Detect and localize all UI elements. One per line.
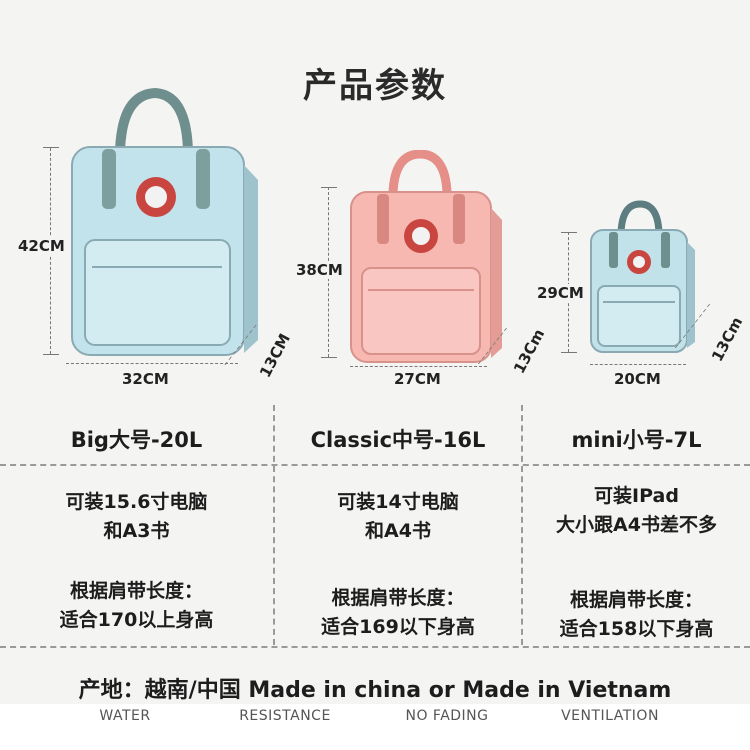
bag-classic-width-label: 27CM: [394, 370, 441, 388]
bag-classic-fit: 根据肩带长度： 适合169以下身高: [321, 587, 475, 638]
bag-big-capacity: 可装15.6寸电脑 和A3书: [65, 491, 208, 542]
feature-strip: [0, 704, 750, 750]
feature-resistance: RESISTANCE: [239, 708, 331, 724]
bag-mini-fit: 根据肩带长度： 适合158以下身高: [559, 589, 714, 640]
bag-mini-capacity: 可装IPad 大小跟A4书差不多: [556, 485, 717, 536]
backpack-classic-image: [350, 150, 502, 363]
bag-big-width-label: 32CM: [122, 370, 169, 388]
backpack-mini-image: [590, 200, 695, 353]
feature-ventilation: VENTILATION: [561, 708, 659, 724]
bag-classic-name: Classic中号-16L: [310, 428, 486, 452]
bag-mini-name: mini小号-7L: [571, 428, 702, 452]
bag-mini-width-label: 20CM: [614, 370, 661, 388]
feature-water: WATER: [99, 708, 151, 724]
bag-mini-height-label: 29CM: [537, 284, 584, 302]
bag-classic-depth-label: 13Cm: [510, 326, 549, 377]
bag-big-fit: 根据肩带长度： 适合170以上身高: [59, 580, 214, 631]
bag-mini-depth-label: 13Cm: [708, 314, 747, 365]
feature-no-fading: NO FADING: [405, 708, 489, 724]
bag-big-name: Big大号-20L: [70, 428, 203, 452]
origin-text: 产地：越南/中国 Made in china or Made in Vietna…: [78, 678, 672, 703]
bag-classic-capacity: 可装14寸电脑 和A4书: [337, 491, 459, 542]
bag-classic-height-label: 38CM: [296, 261, 343, 279]
page-title: 产品参数: [303, 66, 447, 106]
bag-big-height-label: 42CM: [18, 237, 65, 255]
bag-big-depth-label: 13CM: [256, 330, 294, 381]
backpack-big-image: [71, 87, 258, 356]
